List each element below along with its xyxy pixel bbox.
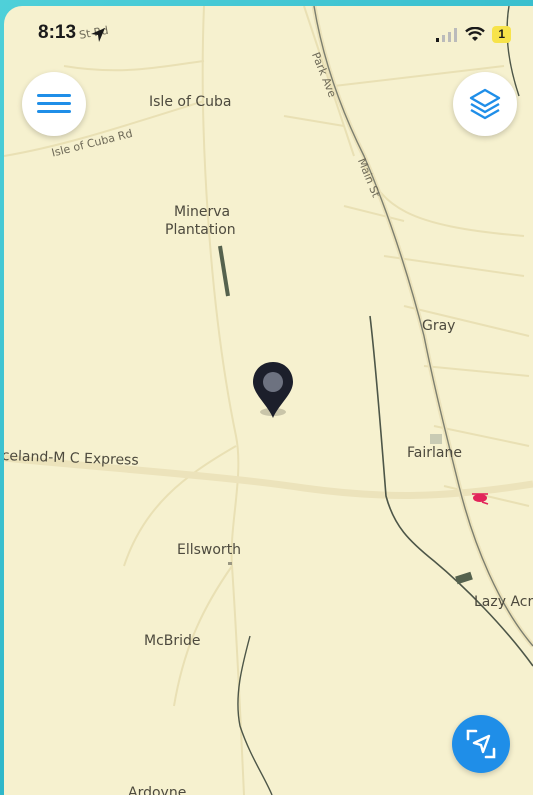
navigation-arrow-icon — [466, 729, 496, 759]
map-view[interactable]: Isle of Cuba Isle of Cuba Rd St Rd Park … — [4, 6, 533, 795]
location-pin-icon[interactable] — [251, 360, 299, 426]
menu-button[interactable] — [22, 72, 86, 136]
label-minerva: Minerva — [174, 204, 231, 220]
label-ellsworth: Ellsworth — [177, 542, 242, 558]
battery-indicator: 1 — [492, 26, 511, 43]
menu-icon — [37, 94, 71, 113]
location-arrow-icon — [91, 28, 105, 42]
status-icons: 1 — [436, 26, 511, 43]
label-isle-of-cuba: Isle of Cuba — [149, 94, 232, 110]
label-gray: Gray — [422, 318, 456, 334]
status-time: 8:13 — [38, 22, 77, 43]
wifi-icon — [465, 27, 486, 41]
label-mcbride: McBride — [144, 633, 201, 649]
label-lazy-acres: Lazy Acr — [474, 594, 533, 610]
label-plantation: Plantation — [165, 222, 236, 238]
label-ardoyne: Ardoyne — [128, 785, 187, 795]
layers-icon — [469, 88, 501, 120]
signal-icon — [436, 27, 458, 42]
label-fairlane: Fairlane — [407, 445, 462, 461]
layers-button[interactable] — [453, 72, 517, 136]
road-network — [4, 6, 533, 795]
locate-me-button[interactable] — [452, 715, 510, 773]
